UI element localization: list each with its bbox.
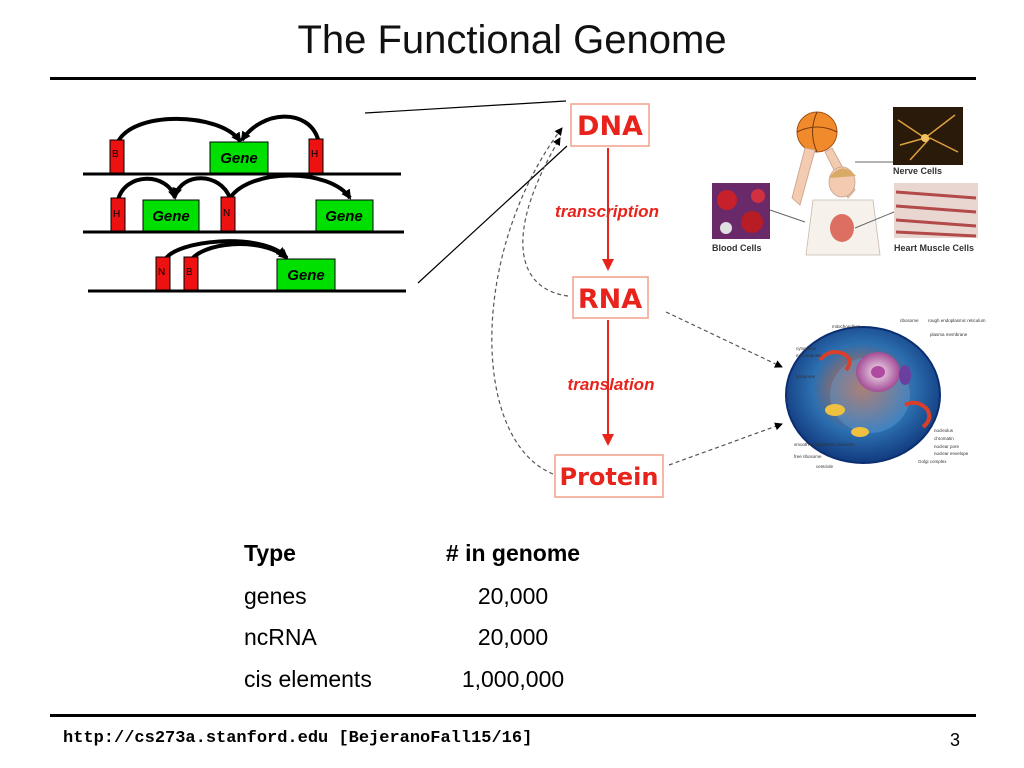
cell-label: mitochondrion: [832, 324, 861, 329]
dashed-arrow: [668, 422, 783, 466]
footer-divider: [50, 714, 976, 717]
gene-label: Gene: [287, 267, 325, 284]
blood-cells-label: Blood Cells: [712, 243, 762, 253]
row-type: cis elements: [244, 666, 372, 692]
protein-box: [554, 454, 664, 498]
element-label: N: [223, 208, 230, 219]
regulatory-element: [110, 197, 126, 232]
cell-label: nucleolus: [934, 428, 954, 433]
dashed-arrow: [665, 311, 783, 368]
feedback-arrow: [491, 127, 563, 475]
regulatory-arrow: [188, 242, 289, 264]
cell-label: rough endoplasmic reticulum: [928, 318, 986, 323]
gene-label: Gene: [325, 208, 363, 225]
basketball-icon: [796, 111, 838, 153]
row-type: genes: [244, 583, 307, 609]
cell-label: cytoplasm: [796, 346, 817, 351]
page-number: 3: [950, 730, 961, 750]
protein-label: Protein: [560, 463, 659, 491]
gene-box: [315, 199, 374, 232]
header-type: Type: [244, 540, 296, 566]
row-count: 20,000: [477, 583, 549, 609]
element-label: N: [158, 267, 165, 278]
element-label: H: [311, 149, 318, 160]
cell-illustration: ribosome mitochondrion rough endoplasmic…: [785, 318, 986, 469]
row-type: ncRNA: [244, 624, 317, 650]
rna-label: RNA: [578, 284, 642, 315]
regulatory-element: [155, 256, 171, 291]
rna-box: [572, 276, 649, 319]
cell-label: plasma membrane: [930, 332, 968, 337]
heart-icon: [830, 214, 854, 242]
feedback-arrow: [522, 137, 569, 297]
cell-label: Golgi complex: [918, 459, 947, 464]
translation-label: translation: [568, 375, 655, 394]
heart-muscle-label: Heart Muscle Cells: [894, 243, 974, 253]
cell-label: smooth endoplasmic reticulum: [794, 442, 855, 447]
regulatory-arrow: [172, 176, 232, 199]
nerve-cells-label: Nerve Cells: [893, 166, 942, 176]
gene-box: [142, 199, 200, 232]
central-dogma: DNA transcription RNA translation Protei…: [491, 103, 783, 498]
cell-label: chromatin: [934, 436, 954, 441]
regulatory-element: [183, 256, 199, 291]
slide-title: The Functional Genome: [297, 18, 727, 62]
element-label: B: [112, 149, 119, 160]
row-count: 20,000: [477, 624, 549, 650]
transcription-label: transcription: [555, 202, 659, 221]
zoom-line: [364, 100, 567, 114]
cell-label: free ribosome: [794, 454, 822, 459]
zoom-line: [417, 145, 568, 284]
title-divider: [50, 77, 976, 80]
cell-label: ribosome: [900, 318, 919, 323]
gene-label: Gene: [152, 208, 190, 225]
regulation-diagram: B Gene H H Gene N Gene N B Gene: [83, 114, 406, 293]
element-label: H: [113, 209, 120, 220]
footer-url: http://cs273a.stanford.edu [BejeranoFall…: [63, 729, 533, 748]
gene-box: [276, 258, 336, 291]
element-label: B: [186, 267, 193, 278]
header-count: # in genome: [445, 540, 581, 566]
gene-label: Gene: [220, 150, 258, 167]
regulatory-element: [109, 139, 125, 174]
regulatory-arrow: [228, 173, 352, 200]
cell-label: lysosome: [796, 374, 816, 379]
gene-box: [209, 141, 269, 174]
cell-label: centriole: [816, 464, 834, 469]
regulatory-arrow: [116, 176, 178, 201]
row-count: 1,000,000: [461, 666, 565, 692]
regulatory-element: [220, 196, 236, 232]
dna-box: [570, 103, 650, 147]
cell-label: microtubules: [796, 353, 822, 358]
cell-label: nuclear envelope: [934, 451, 969, 456]
body-illustration: Nerve Cells Blood Cells Heart Muscle Cel…: [712, 107, 978, 256]
regulatory-arrow: [240, 114, 320, 142]
regulatory-arrow: [115, 116, 242, 145]
regulatory-element: [308, 138, 324, 174]
cell-membrane: [785, 326, 941, 464]
dna-label: DNA: [577, 111, 643, 142]
cell-label: nuclear pore: [934, 444, 960, 449]
